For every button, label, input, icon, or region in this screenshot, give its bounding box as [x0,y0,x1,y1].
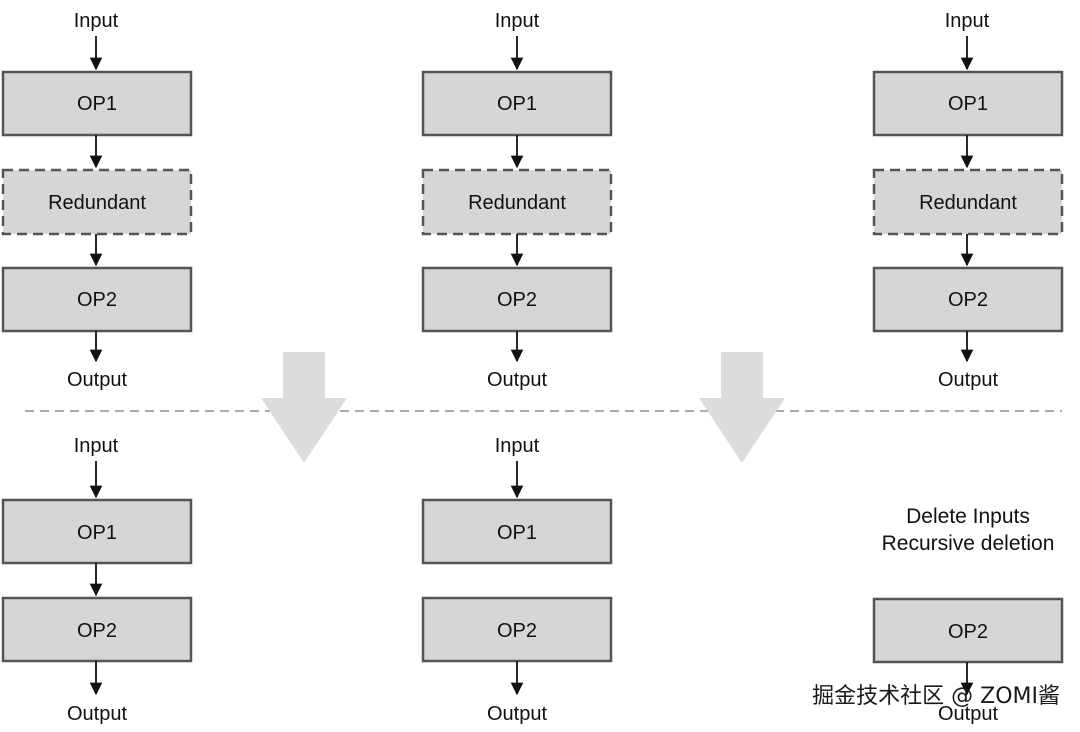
op2-label: OP2 [497,289,537,311]
output-label: Output [938,369,998,391]
transition-arrow-1 [261,352,347,463]
redundant-node [1,168,193,236]
watermark-text: 掘金技术社区 @ ZOMI酱 [812,684,1060,709]
input-label: Input [495,435,540,457]
op1-node [421,498,613,565]
input-label: Input [74,10,119,32]
op1-label: OP1 [77,522,117,544]
output-label: Output [487,369,547,391]
input-label: Input [945,10,990,32]
input-label: Input [74,435,119,457]
op2-node [1,266,193,333]
redundant-node [872,168,1064,236]
op2-node [872,266,1064,333]
before-graph-2: Input OP1 Redundant OP2 Output [421,10,613,391]
note-line-2: Recursive deletion [882,532,1055,555]
op2-label: OP2 [77,620,117,642]
op2-label: OP2 [948,621,988,643]
redundant-label: Redundant [48,192,146,214]
redundant-node [421,168,613,236]
op1-node [1,498,193,565]
op1-node [872,70,1064,137]
after-graph-2: Input OP1 OP2 Output [421,435,613,725]
op1-label: OP1 [497,522,537,544]
before-graph-3: Input OP1 Redundant OP2 Output [872,10,1064,391]
before-graph-1: Input OP1 Redundant OP2 Output [1,10,193,391]
transition-arrow-2 [699,352,785,463]
op2-label: OP2 [497,620,537,642]
note-line-1: Delete Inputs [906,505,1030,528]
op2-label: OP2 [77,289,117,311]
redundant-label: Redundant [468,192,566,214]
op1-node [421,70,613,137]
input-label: Input [495,10,540,32]
after-graph-3: Delete Inputs Recursive deletion OP2 Out… [872,505,1064,725]
after-graph-1: Input OP1 OP2 Output [1,435,193,725]
op2-node [421,596,613,663]
output-label: Output [67,369,127,391]
output-label: Output [938,703,998,725]
op2-node [421,266,613,333]
op2-node [1,596,193,663]
op1-label: OP1 [497,93,537,115]
op1-label: OP1 [77,93,117,115]
op2-node [872,597,1064,664]
op1-label: OP1 [948,93,988,115]
output-label: Output [487,703,547,725]
output-label: Output [67,703,127,725]
op2-label: OP2 [948,289,988,311]
op1-node [1,70,193,137]
redundant-label: Redundant [919,192,1017,214]
